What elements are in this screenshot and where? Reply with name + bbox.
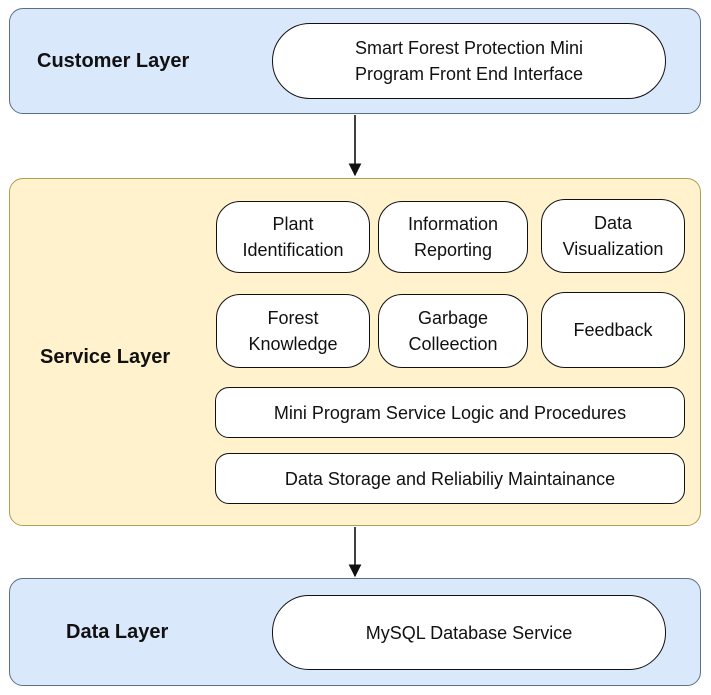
forest-knowledge-line-1: Forest: [267, 308, 319, 328]
garbage-collection-line-1: Garbage: [417, 308, 489, 328]
customer-layer-title: Customer Layer: [37, 50, 190, 72]
feedback-label: Feedback: [573, 320, 653, 340]
data-visualization-line-1: Data: [593, 213, 632, 233]
forest-knowledge-node: Forest Knowledge: [216, 294, 370, 368]
forest-knowledge-line-2: Knowledge: [248, 334, 338, 354]
service-logic-label: Mini Program Service Logic and Procedure…: [273, 402, 627, 423]
frontend-interface-line-2: Program Front End Interface: [354, 64, 584, 84]
information-reporting-node: Information Reporting: [378, 201, 528, 273]
data-storage-node: Data Storage and Reliabiliy Maintainance: [215, 453, 685, 504]
service-layer-title: Service Layer: [40, 346, 171, 368]
data-layer-title: Data Layer: [66, 621, 169, 643]
information-reporting-line-2: Reporting: [413, 240, 493, 260]
mysql-database-node: MySQL Database Service: [272, 595, 666, 670]
frontend-interface-node: Smart Forest Protection Mini Program Fro…: [272, 23, 666, 99]
service-logic-node: Mini Program Service Logic and Procedure…: [215, 387, 685, 438]
data-visualization-node: Data Visualization: [541, 199, 685, 273]
data-storage-label: Data Storage and Reliabiliy Maintainance: [284, 468, 616, 489]
garbage-collection-line-2: Colleection: [408, 334, 498, 354]
data-visualization-line-2: Visualization: [562, 239, 664, 259]
feedback-node: Feedback: [541, 292, 685, 368]
plant-identification-node: Plant Identification: [216, 201, 370, 273]
mysql-database-label: MySQL Database Service: [365, 622, 573, 643]
frontend-interface-line-1: Smart Forest Protection Mini: [354, 38, 584, 58]
plant-identification-line-1: Plant: [272, 214, 314, 234]
information-reporting-line-1: Information: [407, 214, 499, 234]
garbage-collection-node: Garbage Colleection: [378, 294, 528, 368]
plant-identification-line-2: Identification: [242, 240, 344, 260]
